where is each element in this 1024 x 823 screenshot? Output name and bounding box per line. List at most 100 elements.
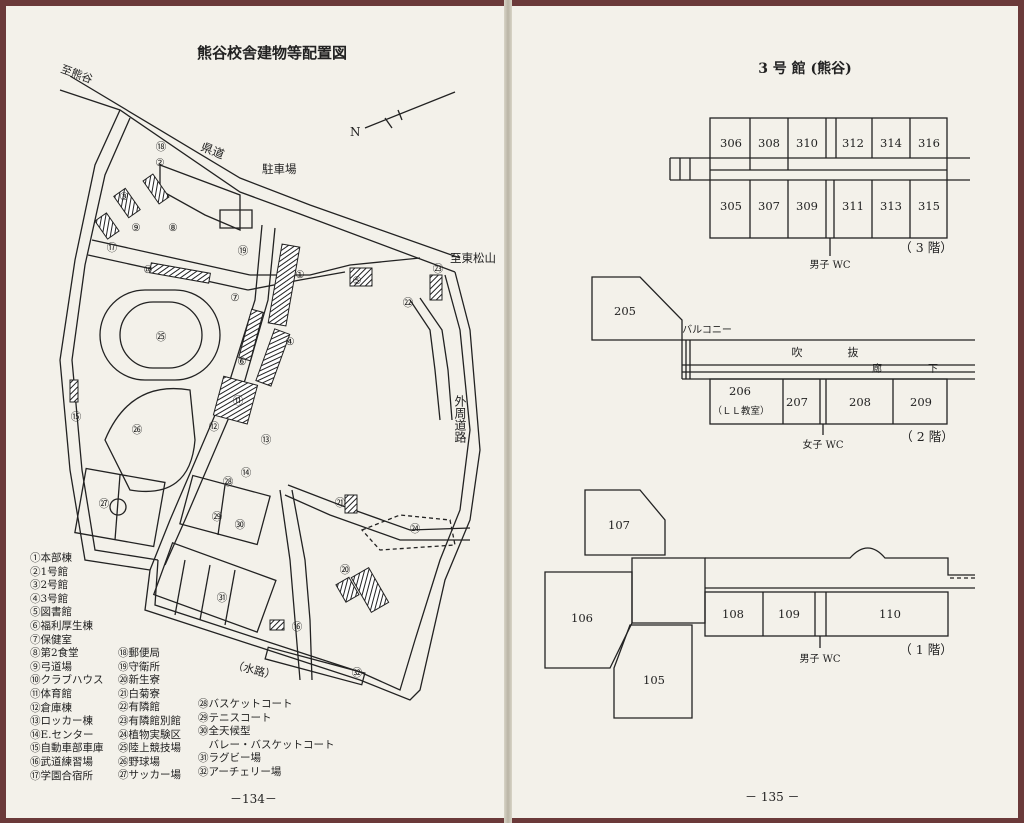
marker-6: ⑥ [237,356,247,368]
legend-item: ㉙テニスコート [198,711,272,724]
legend-item: バレー・バスケットコート [198,738,335,751]
marker-9: ⑨ [131,222,141,234]
legend-item: ㉗サッカー場 [118,769,181,782]
marker-17: ⑰ [107,242,118,254]
marker-23: ㉓ [433,263,444,275]
legend-item: ⑦保健室 [30,633,72,646]
label-outer-road: 外周道路 [453,395,467,444]
marker-18: ⑱ [156,141,167,153]
marker-12: ⑫ [209,421,220,433]
floor-1-plan [544,489,975,719]
marker-8: ⑧ [168,222,178,234]
room-308: 308 [758,136,780,150]
legend-item: ㉕陸上競技場 [118,742,181,755]
legend-item: ㉚全天候型 [198,725,251,738]
legend-item: ㉒有隣館 [118,701,160,714]
marker-10: ⑩ [143,264,153,276]
floor1-wc: 男子 WC [799,653,840,665]
balcony-label: バルコニー [682,324,732,336]
atrium-label-2: 抜 [848,345,859,359]
legend-col-3: ㉘バスケットコート ㉙テニスコート ㉚全天候型 バレー・バスケットコート ㉛ラグ… [198,698,335,780]
floor2-wc: 女子 WC [802,438,843,451]
room-307: 307 [758,199,780,213]
room-109: 109 [778,607,800,621]
marker-2: ② [155,157,165,169]
marker-29: ㉙ [212,511,223,523]
page-number-left: －134－ [230,792,277,806]
marker-13: ⑬ [261,434,272,446]
room-206: 206 [729,384,751,398]
room-207: 207 [786,395,808,409]
room-105: 105 [643,673,665,687]
room-110: 110 [879,607,901,621]
room-108: 108 [722,607,744,621]
room-309: 309 [796,199,818,213]
legend-item: ㉑白菊寮 [118,687,160,700]
left-page [6,6,507,818]
room-208: 208 [849,395,871,409]
page-number-right: － 135 － [745,790,800,804]
room-106: 106 [571,611,593,625]
legend-item: ⑨弓道場 [30,660,72,673]
room-206-note: （ＬＬ教室） [712,405,769,417]
legend-col-1: ①本部棟 ②1号館 ③2号館 ④3号館 ⑤図書館 ⑥福利厚生棟 ⑦保健室 ⑧第2… [30,552,104,783]
legend-item: ㉔植物実験区 [118,728,181,741]
legend-item: ⑳新生寮 [118,674,160,687]
legend-item: ㉖野球場 [118,755,160,768]
right-page [510,6,1018,818]
marker-15: ⑮ [71,411,82,423]
legend-item: ⑥福利厚生棟 [30,619,93,632]
marker-5: ⑤ [352,275,362,287]
legend-item: ①本部棟 [30,552,72,564]
label-parking: 駐車場 [262,162,297,176]
marker-25: ㉕ [156,331,167,343]
legend-item: ⑰学園合宿所 [30,769,93,782]
room-107: 107 [608,518,630,532]
room-305: 305 [720,199,742,213]
marker-24: ㉔ [410,523,421,535]
marker-11: ⑪ [233,395,244,407]
marker-30: ㉚ [235,519,246,531]
legend-item: ③2号館 [30,579,69,592]
room-313: 313 [880,199,902,213]
building-title: 3 号 館 (熊谷) [758,60,852,77]
legend-item: ⑧第2食堂 [30,647,79,660]
label-to-higashimatsuyama: 至東松山 [450,251,496,265]
floor3-wc: 男子 WC [809,259,850,271]
legend-item: ⑯武道練習場 [30,755,93,768]
legend-item: ㉘バスケットコート [198,698,293,710]
floor-3-plan [669,117,970,256]
room-312: 312 [842,136,864,150]
corridor-label-2: 下 [928,364,938,375]
marker-31: ㉛ [217,592,228,604]
room-205: 205 [614,304,636,318]
marker-26: ㉖ [132,424,143,436]
floor2-label: （ 2 階） [900,429,953,444]
room-316: 316 [918,136,940,150]
marker-27: ㉗ [99,498,110,510]
legend-item: ㉓有隣館別館 [118,714,181,727]
marker-7: ⑦ [230,292,240,304]
legend-item: ④3号館 [30,592,69,605]
marker-3: ③ [119,191,129,203]
marker-22: ㉒ [403,297,414,309]
legend-item: ②1号館 [30,565,69,578]
legend-item: ⑱郵便局 [118,647,160,659]
marker-21: ㉑ [335,497,346,509]
room-315: 315 [918,199,940,213]
north-label: N [350,125,361,139]
marker-14: ⑭ [241,467,252,479]
legend-item: ⑪体育館 [30,687,72,700]
legend-item: ⑤図書館 [30,606,72,619]
marker-16: ⑯ [292,621,303,633]
map-title: 熊谷校舎建物等配置図 [197,44,347,62]
corridor-label-1: 廊 [872,362,882,375]
legend-item: ⑲守衛所 [118,660,160,673]
legend-col-2: ⑱郵便局 ⑲守衛所 ⑳新生寮 ㉑白菊寮 ㉒有隣館 ㉓有隣館別館 ㉔植物実験区 ㉕… [118,647,181,783]
gutter [504,0,512,823]
marker-4: ④ [285,336,295,348]
atrium-label-1: 吹 [792,346,803,359]
